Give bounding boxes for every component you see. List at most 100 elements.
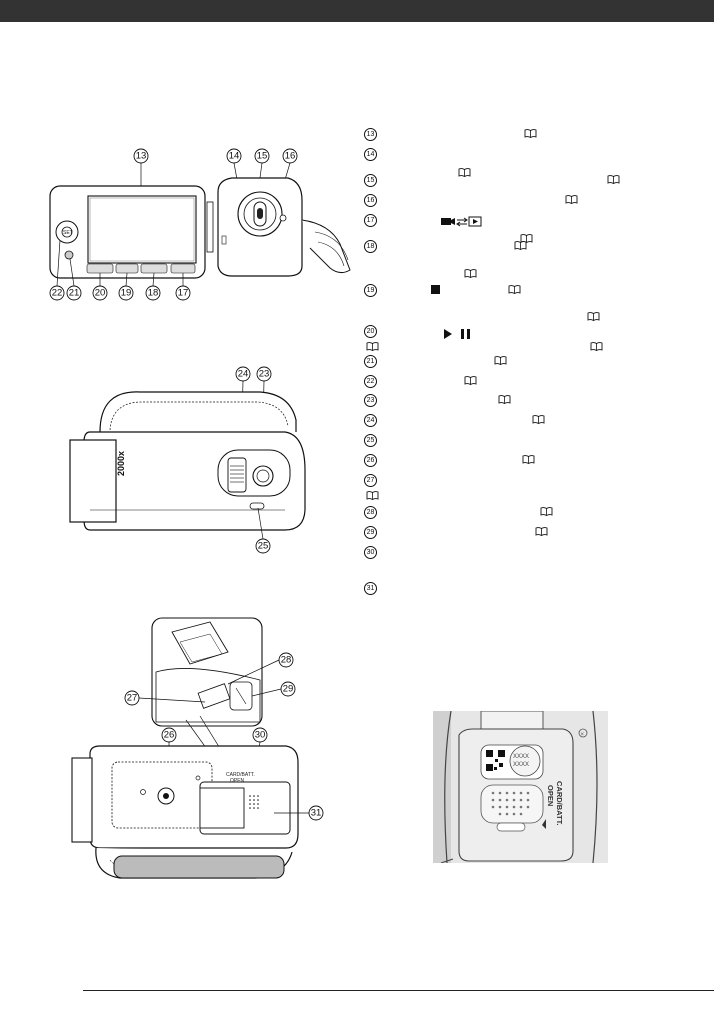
book-icon (494, 356, 507, 365)
legend-number: 28 (364, 505, 377, 519)
book-icon (607, 175, 620, 185)
legend-item-27: 27 (364, 473, 704, 500)
svg-text:XXXX: XXXX (513, 754, 529, 760)
legend-item-15: 15 (364, 174, 704, 188)
stop-icon (431, 285, 440, 295)
svg-text:19: 19 (121, 288, 132, 299)
legend-item-31: 31 (364, 581, 704, 596)
legend-number: 25 (364, 434, 377, 448)
legend-number: 16 (364, 193, 377, 207)
legend-item-22: 22 (364, 374, 704, 389)
svg-text:OPEN: OPEN (230, 778, 245, 784)
legend-item-23: 23 (364, 394, 704, 408)
legend-item-21: 21 (364, 354, 704, 369)
svg-text:28: 28 (281, 655, 292, 666)
figure-bottom-view: 28 29 27 26 30 (60, 612, 340, 902)
callout-28: 28 (227, 652, 294, 685)
legend-number: 22 (364, 374, 377, 388)
book-icon (587, 312, 600, 322)
book-icon (458, 167, 471, 177)
book-icon (524, 129, 537, 138)
legend-number: 21 (364, 354, 377, 368)
book-icon (464, 269, 477, 278)
callout-19: 19 (118, 272, 134, 301)
svg-text:20: 20 (95, 288, 106, 299)
legend-number: 27 (364, 473, 377, 487)
svg-text:CARD/BATT.: CARD/BATT. (226, 772, 255, 778)
svg-text:×: × (581, 732, 585, 738)
legend-number: 24 (364, 414, 377, 428)
book-icon (464, 375, 477, 385)
lcd-panel: SET (49, 185, 206, 279)
legend-number: 15 (364, 174, 377, 188)
callout-25: 25 (255, 507, 271, 554)
camera-body-rear (206, 177, 351, 277)
svg-text:14: 14 (229, 151, 240, 162)
svg-text:SET: SET (63, 230, 73, 236)
mode-switch-icon (440, 214, 486, 232)
svg-text:18: 18 (148, 288, 159, 299)
book-icon (540, 507, 553, 516)
camera-body-side: 2000x (69, 391, 306, 531)
svg-text:CARD/BATT.: CARD/BATT. (555, 781, 564, 825)
book-icon (366, 341, 379, 351)
door-grip (480, 784, 544, 832)
svg-text:13: 13 (136, 151, 147, 162)
header-bar (0, 0, 714, 22)
svg-text:25: 25 (258, 541, 269, 552)
legend-item-28: 28 (364, 505, 704, 520)
legend-number: 30 (364, 545, 377, 559)
book-icon (498, 395, 511, 405)
inset-card-slot (151, 617, 263, 727)
legend-item-18: 18 (364, 239, 704, 278)
legend-item-17: 17 (364, 213, 704, 246)
svg-text:30: 30 (255, 730, 266, 741)
legend-item-29: 29 (364, 525, 704, 540)
callout-18: 18 (145, 272, 161, 301)
svg-text:23: 23 (259, 369, 270, 380)
footer-rule (83, 990, 714, 991)
svg-text:24: 24 (238, 369, 249, 380)
svg-text:XXXX: XXXX (513, 762, 529, 768)
svg-text:29: 29 (283, 684, 294, 695)
legend-number: 26 (364, 453, 377, 467)
figure-lcd-panel: 13 14 15 16 SET (40, 140, 360, 310)
callout-27: 27 (124, 690, 206, 706)
legend-item-26: 26 (364, 453, 704, 468)
book-icon (366, 490, 379, 500)
callout-22: 22 (49, 239, 65, 301)
legend-number: 20 (364, 324, 377, 338)
book-icon (508, 285, 521, 295)
callout-21: 21 (66, 258, 82, 301)
legend-number: 14 (364, 147, 377, 161)
svg-text:27: 27 (127, 693, 138, 704)
svg-text:2000x: 2000x (116, 451, 126, 476)
legend-item-13: 13 (364, 128, 704, 142)
book-icon (514, 241, 527, 250)
legend-item-30: 30 (364, 545, 704, 576)
legend-number: 29 (364, 525, 377, 539)
legend-item-24: 24 (364, 414, 704, 428)
book-icon (532, 415, 545, 425)
legend-item-14: 14 (364, 147, 704, 180)
play-pause-icon (442, 326, 482, 344)
svg-text:OPEN: OPEN (546, 785, 555, 806)
svg-text:31: 31 (311, 808, 322, 819)
figure-card-door-closeup: XXXX XXXX CARD/BATT. OPEN × (433, 711, 608, 863)
figure-side-view: 24 23 2000x 25 (60, 360, 320, 570)
legend-number: 23 (364, 394, 377, 408)
camera-body-bottom: CARD/BATT. OPEN (71, 745, 299, 879)
legend-number: 17 (364, 213, 377, 227)
book-icon (590, 341, 603, 351)
legend-number: 18 (364, 239, 377, 253)
callout-31: 31 (274, 805, 324, 821)
legend-number: 19 (364, 284, 377, 298)
book-icon (535, 526, 548, 536)
legend-item-16: 16 (364, 193, 704, 208)
callout-29: 29 (251, 681, 296, 697)
legend-number: 13 (364, 128, 377, 141)
svg-text:15: 15 (257, 151, 268, 162)
svg-text:16: 16 (285, 151, 296, 162)
svg-text:26: 26 (164, 730, 175, 741)
book-icon (565, 195, 578, 204)
